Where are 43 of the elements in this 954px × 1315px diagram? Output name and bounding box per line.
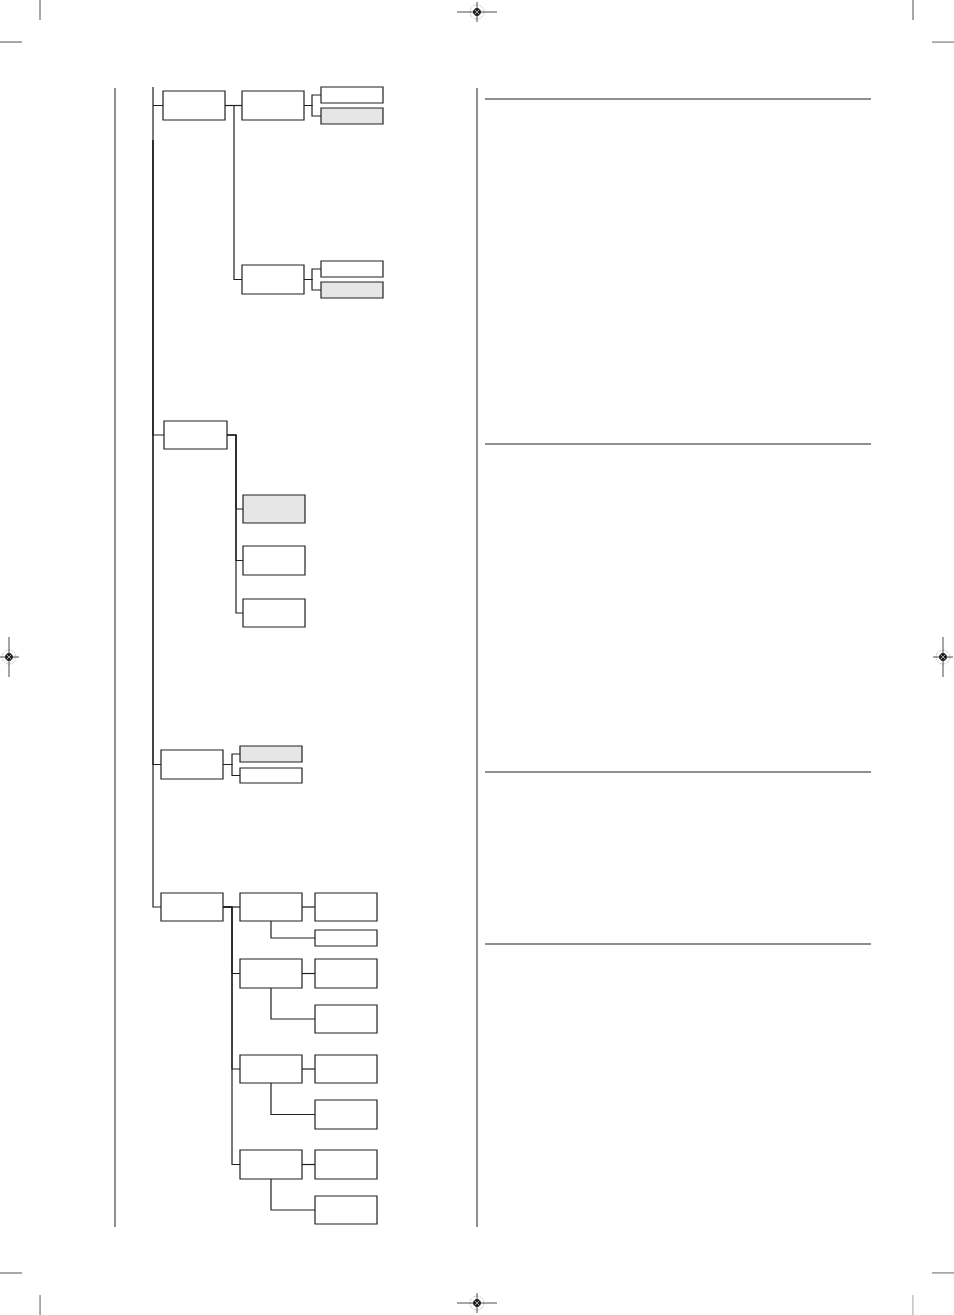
connector-line bbox=[224, 104, 243, 281]
empty-box bbox=[242, 494, 306, 524]
empty-box bbox=[314, 1054, 378, 1084]
empty-box bbox=[314, 1149, 378, 1180]
empty-box bbox=[314, 892, 378, 922]
connector-line bbox=[222, 763, 241, 777]
empty-box bbox=[239, 1054, 303, 1084]
empty-box bbox=[314, 1195, 378, 1225]
connector-line bbox=[301, 906, 316, 908]
empty-box bbox=[241, 90, 305, 121]
connector-line bbox=[303, 278, 322, 291]
connector-line bbox=[301, 972, 316, 975]
empty-box bbox=[320, 107, 384, 125]
empty-box bbox=[239, 767, 303, 784]
empty-box bbox=[242, 545, 306, 576]
empty-box bbox=[160, 749, 224, 780]
empty-box bbox=[163, 420, 228, 450]
empty-box bbox=[242, 598, 306, 628]
empty-box bbox=[314, 929, 378, 947]
empty-box bbox=[239, 958, 303, 989]
empty-box bbox=[320, 281, 384, 299]
empty-box bbox=[314, 958, 378, 989]
connector-line bbox=[270, 1082, 316, 1116]
empty-box bbox=[162, 90, 226, 121]
empty-box bbox=[314, 1099, 378, 1130]
connector-line bbox=[152, 139, 162, 908]
empty-box bbox=[241, 264, 305, 295]
connector-line bbox=[270, 1178, 316, 1211]
connector-line bbox=[301, 1163, 316, 1166]
connector-line bbox=[301, 1068, 316, 1070]
empty-box bbox=[320, 260, 384, 278]
connector-line bbox=[303, 104, 322, 117]
connector-line bbox=[270, 987, 316, 1020]
empty-box bbox=[160, 892, 224, 922]
connector-line bbox=[222, 906, 241, 1166]
connector-line bbox=[270, 920, 316, 939]
empty-box bbox=[314, 1004, 378, 1034]
connector-line bbox=[152, 86, 164, 141]
connector-line bbox=[226, 434, 244, 614]
empty-box bbox=[320, 86, 384, 104]
empty-box bbox=[239, 1149, 303, 1180]
empty-box bbox=[239, 745, 303, 763]
empty-box bbox=[239, 892, 303, 922]
